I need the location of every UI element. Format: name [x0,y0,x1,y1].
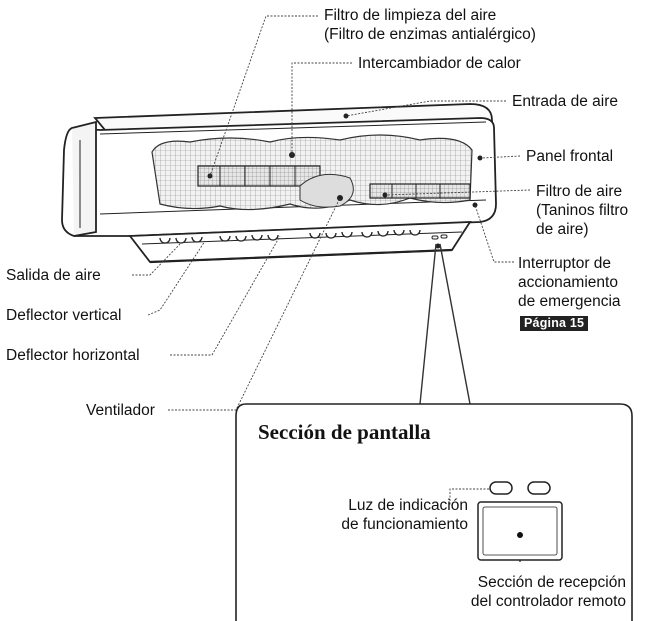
label-luz-line2: de funcionamiento [341,516,468,533]
label-receptor-line1: Sección de recepción [477,574,626,591]
label-interruptor-line1: Interruptor de [518,255,612,272]
page-reference-badge[interactable]: Página 15 [520,316,589,331]
label-ventilador: Ventilador [86,402,155,419]
label-luz-line1: Luz de indicación [348,497,468,514]
label-filtro-aire-line3: de aire) [536,221,589,238]
label-filtro-aire: Filtro de aire (Taninos filtro de aire) [536,182,628,239]
label-interruptor-line3: de emergencia [518,293,621,310]
label-luz-indicacion: Luz de indicación de funcionamiento [296,496,468,534]
label-deflector-horizontal: Deflector horizontal [6,347,140,364]
label-filtro-limpieza-line2: (Filtro de enzimas antialérgico) [324,26,536,43]
label-deflector-vertical: Deflector vertical [6,307,122,324]
label-receptor: Sección de recepción del controlador rem… [420,573,626,611]
label-filtro-aire-line1: Filtro de aire [536,183,623,200]
label-panel-frontal: Panel frontal [526,148,614,165]
label-receptor-line2: del controlador remoto [470,593,626,610]
label-interruptor: Interruptor de accionamiento de emergenc… [518,254,621,311]
label-intercambiador: Intercambiador de calor [358,55,521,72]
label-filtro-limpieza: Filtro de limpieza del aire (Filtro de e… [324,6,536,44]
label-entrada-aire: Entrada de aire [512,93,618,110]
cutaway-internals [151,113,483,211]
label-interruptor-line2: accionamiento [518,274,618,291]
display-section-title: Sección de pantalla [258,420,431,444]
label-filtro-aire-line2: (Taninos filtro [536,202,629,219]
label-salida-aire: Salida de aire [6,267,101,284]
display-section-panel [235,403,633,621]
label-filtro-limpieza-line1: Filtro de limpieza del aire [324,7,497,24]
vertical-deflector-vanes [159,229,421,244]
